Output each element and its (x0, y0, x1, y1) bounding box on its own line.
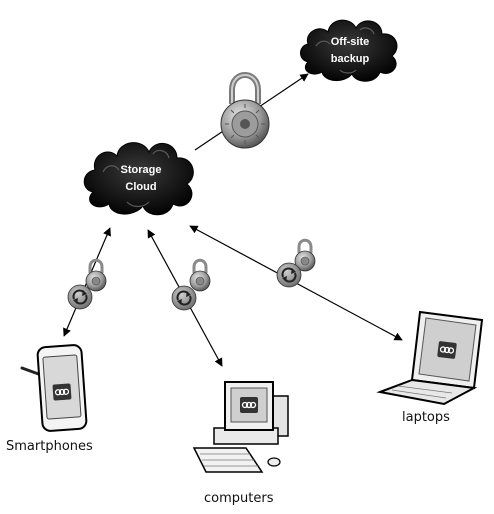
storage-cloud-label-line2: Cloud (125, 181, 156, 193)
offsite-backup-label-line1: Off-site (331, 36, 370, 48)
computer-device (192, 381, 289, 473)
storage-cloud: Storage Cloud (83, 142, 194, 216)
cloud-icon (83, 142, 194, 216)
padlock-icon (294, 238, 316, 272)
padlock-icon (85, 258, 107, 292)
offsite-backup-label-line2: backup (331, 53, 370, 65)
smartphone-device (20, 344, 88, 432)
sync-icon (171, 285, 197, 311)
laptops-label: laptops (402, 410, 450, 425)
padlock-icon (220, 72, 270, 149)
laptop-keyboard-deck (376, 378, 478, 406)
cloud-icon (300, 19, 398, 82)
laptop-device (376, 310, 484, 406)
padlock-icon (189, 258, 211, 292)
storage-cloud-label-line1: Storage (121, 164, 162, 176)
sync-icon (276, 262, 302, 288)
app-logo-icon (240, 397, 258, 413)
computers-label: computers (204, 491, 274, 506)
mouse (267, 457, 281, 467)
app-logo-icon (437, 341, 457, 359)
smartphones-label: Smartphones (6, 439, 93, 454)
sync-icon (67, 284, 93, 310)
offsite-backup-cloud: Off-site backup (300, 19, 398, 82)
app-logo-icon (52, 383, 72, 401)
